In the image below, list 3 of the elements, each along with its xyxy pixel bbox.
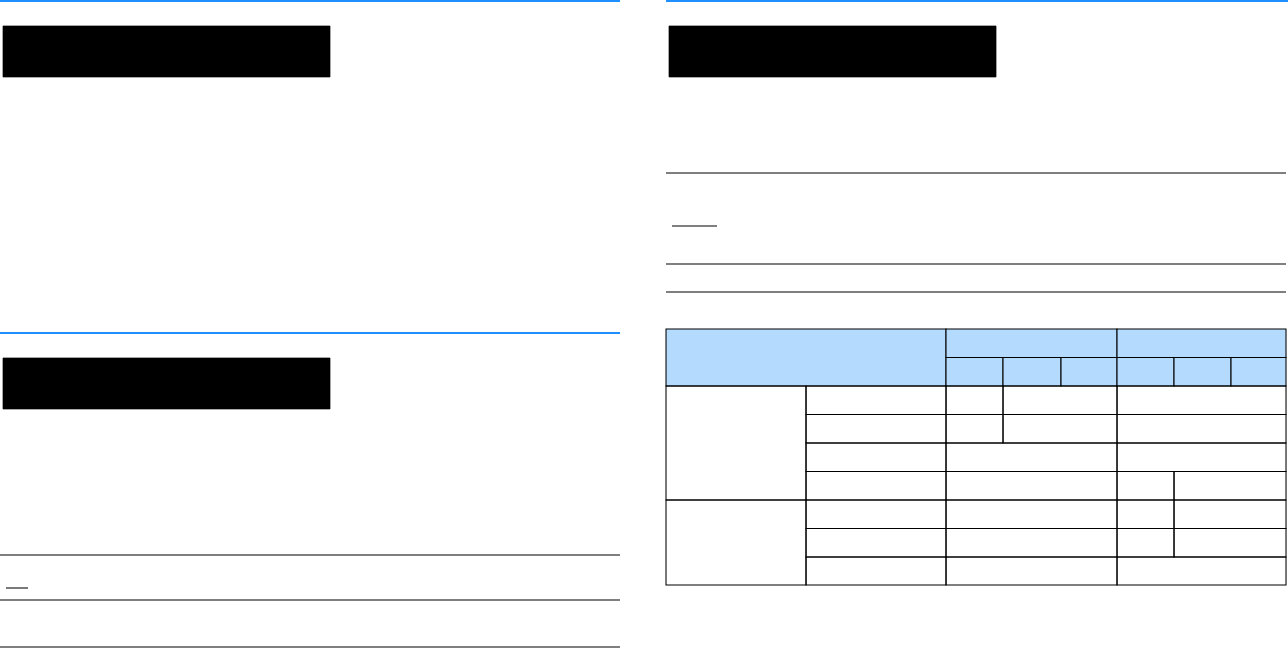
- filled-box: [2, 25, 331, 78]
- filled-box: [2, 357, 331, 410]
- filled-box: [668, 25, 997, 78]
